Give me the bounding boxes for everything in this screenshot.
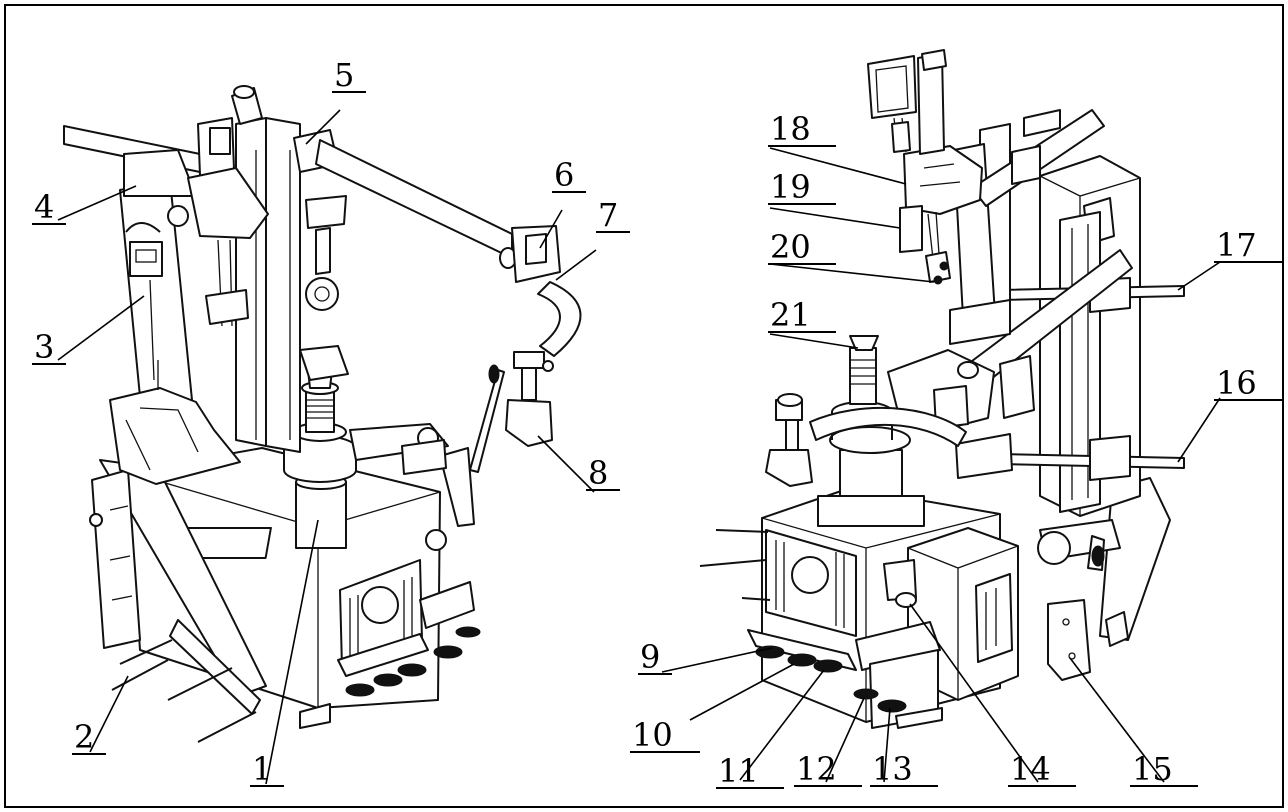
left-main-column (265, 117, 301, 453)
leader-lines (57, 109, 1221, 785)
callout-8: 8 (588, 454, 608, 492)
right-mount-head (867, 49, 983, 285)
callout-15: 15 (1132, 750, 1173, 788)
right-bead-breaker (1037, 477, 1171, 647)
callout-labels: 1 2 3 4 5 6 7 8 9 10 11 12 13 14 15 16 1… (32, 56, 1282, 790)
right-horizontal-rods (997, 277, 1185, 481)
callout-12: 12 (796, 750, 837, 788)
right-machine-view (699, 49, 1185, 729)
callout-1: 1 (252, 750, 272, 788)
left-machine-view (63, 85, 582, 743)
callout-21: 21 (770, 296, 811, 334)
callout-4: 4 (34, 188, 54, 226)
callout-9: 9 (640, 638, 660, 676)
callout-17: 17 (1216, 226, 1257, 264)
callout-6: 6 (554, 156, 574, 194)
left-bead-press-lever (349, 364, 505, 551)
left-helper-press-8 (505, 351, 554, 447)
left-pedals (337, 581, 481, 697)
left-bead-breaker (89, 459, 267, 743)
callout-2: 2 (74, 718, 94, 756)
callout-5: 5 (334, 56, 354, 94)
callout-20: 20 (770, 228, 811, 266)
right-pedals (747, 621, 943, 729)
callout-14: 14 (1010, 750, 1051, 788)
callout-3: 3 (34, 328, 54, 366)
callout-13: 13 (872, 750, 913, 788)
callout-19: 19 (770, 168, 811, 206)
callout-16: 16 (1216, 364, 1257, 402)
callout-18: 18 (770, 110, 811, 148)
callout-11: 11 (718, 752, 759, 790)
callout-7: 7 (598, 196, 618, 234)
right-helper-arm (765, 393, 967, 487)
callout-10: 10 (632, 716, 673, 754)
left-upper-arm (293, 129, 517, 381)
right-bead-shoe-15 (1047, 599, 1091, 681)
left-gauge (129, 241, 163, 277)
left-helper-arm-7 (537, 281, 582, 357)
